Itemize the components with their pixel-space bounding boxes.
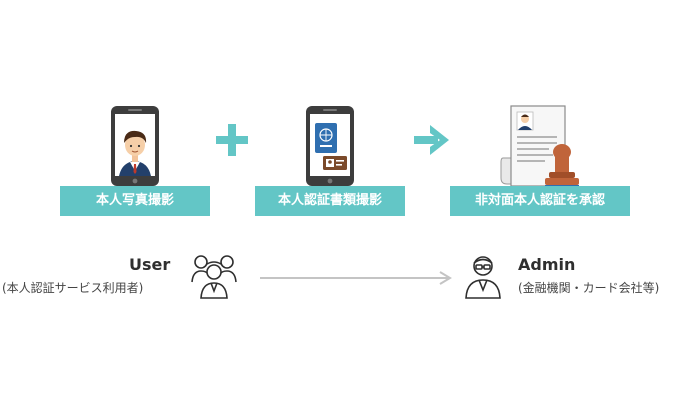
step-3-document (495, 102, 585, 192)
plus-icon (216, 124, 248, 156)
id-document-phone-icon (306, 106, 354, 186)
admin-person-icon (465, 256, 501, 299)
admin-role-desc: (金融機関・カード会社等) (518, 281, 660, 295)
step-2-phone (305, 105, 355, 187)
user-role-name: User (129, 255, 171, 274)
step-label-selfie: 本人写真撮影 (60, 186, 210, 216)
flow-arrow (258, 270, 458, 286)
arrow-connector (412, 122, 452, 158)
flow-arrow-icon (260, 271, 452, 285)
arrow-right-icon (414, 125, 449, 155)
user-group-icon (191, 255, 237, 299)
user-group-figure (190, 250, 238, 300)
admin-figure (463, 252, 503, 300)
approved-document-stamp-icon (500, 105, 579, 188)
user-role-desc: (本人認証サービス利用者) (2, 281, 144, 295)
plus-connector (214, 122, 250, 158)
step-label-approve: 非対面本人認証を承認 (450, 186, 630, 216)
step-label-id-document: 本人認証書類撮影 (255, 186, 405, 216)
admin-role-name: Admin (518, 255, 576, 274)
selfie-phone-icon (111, 106, 159, 186)
step-1-phone (110, 105, 160, 187)
